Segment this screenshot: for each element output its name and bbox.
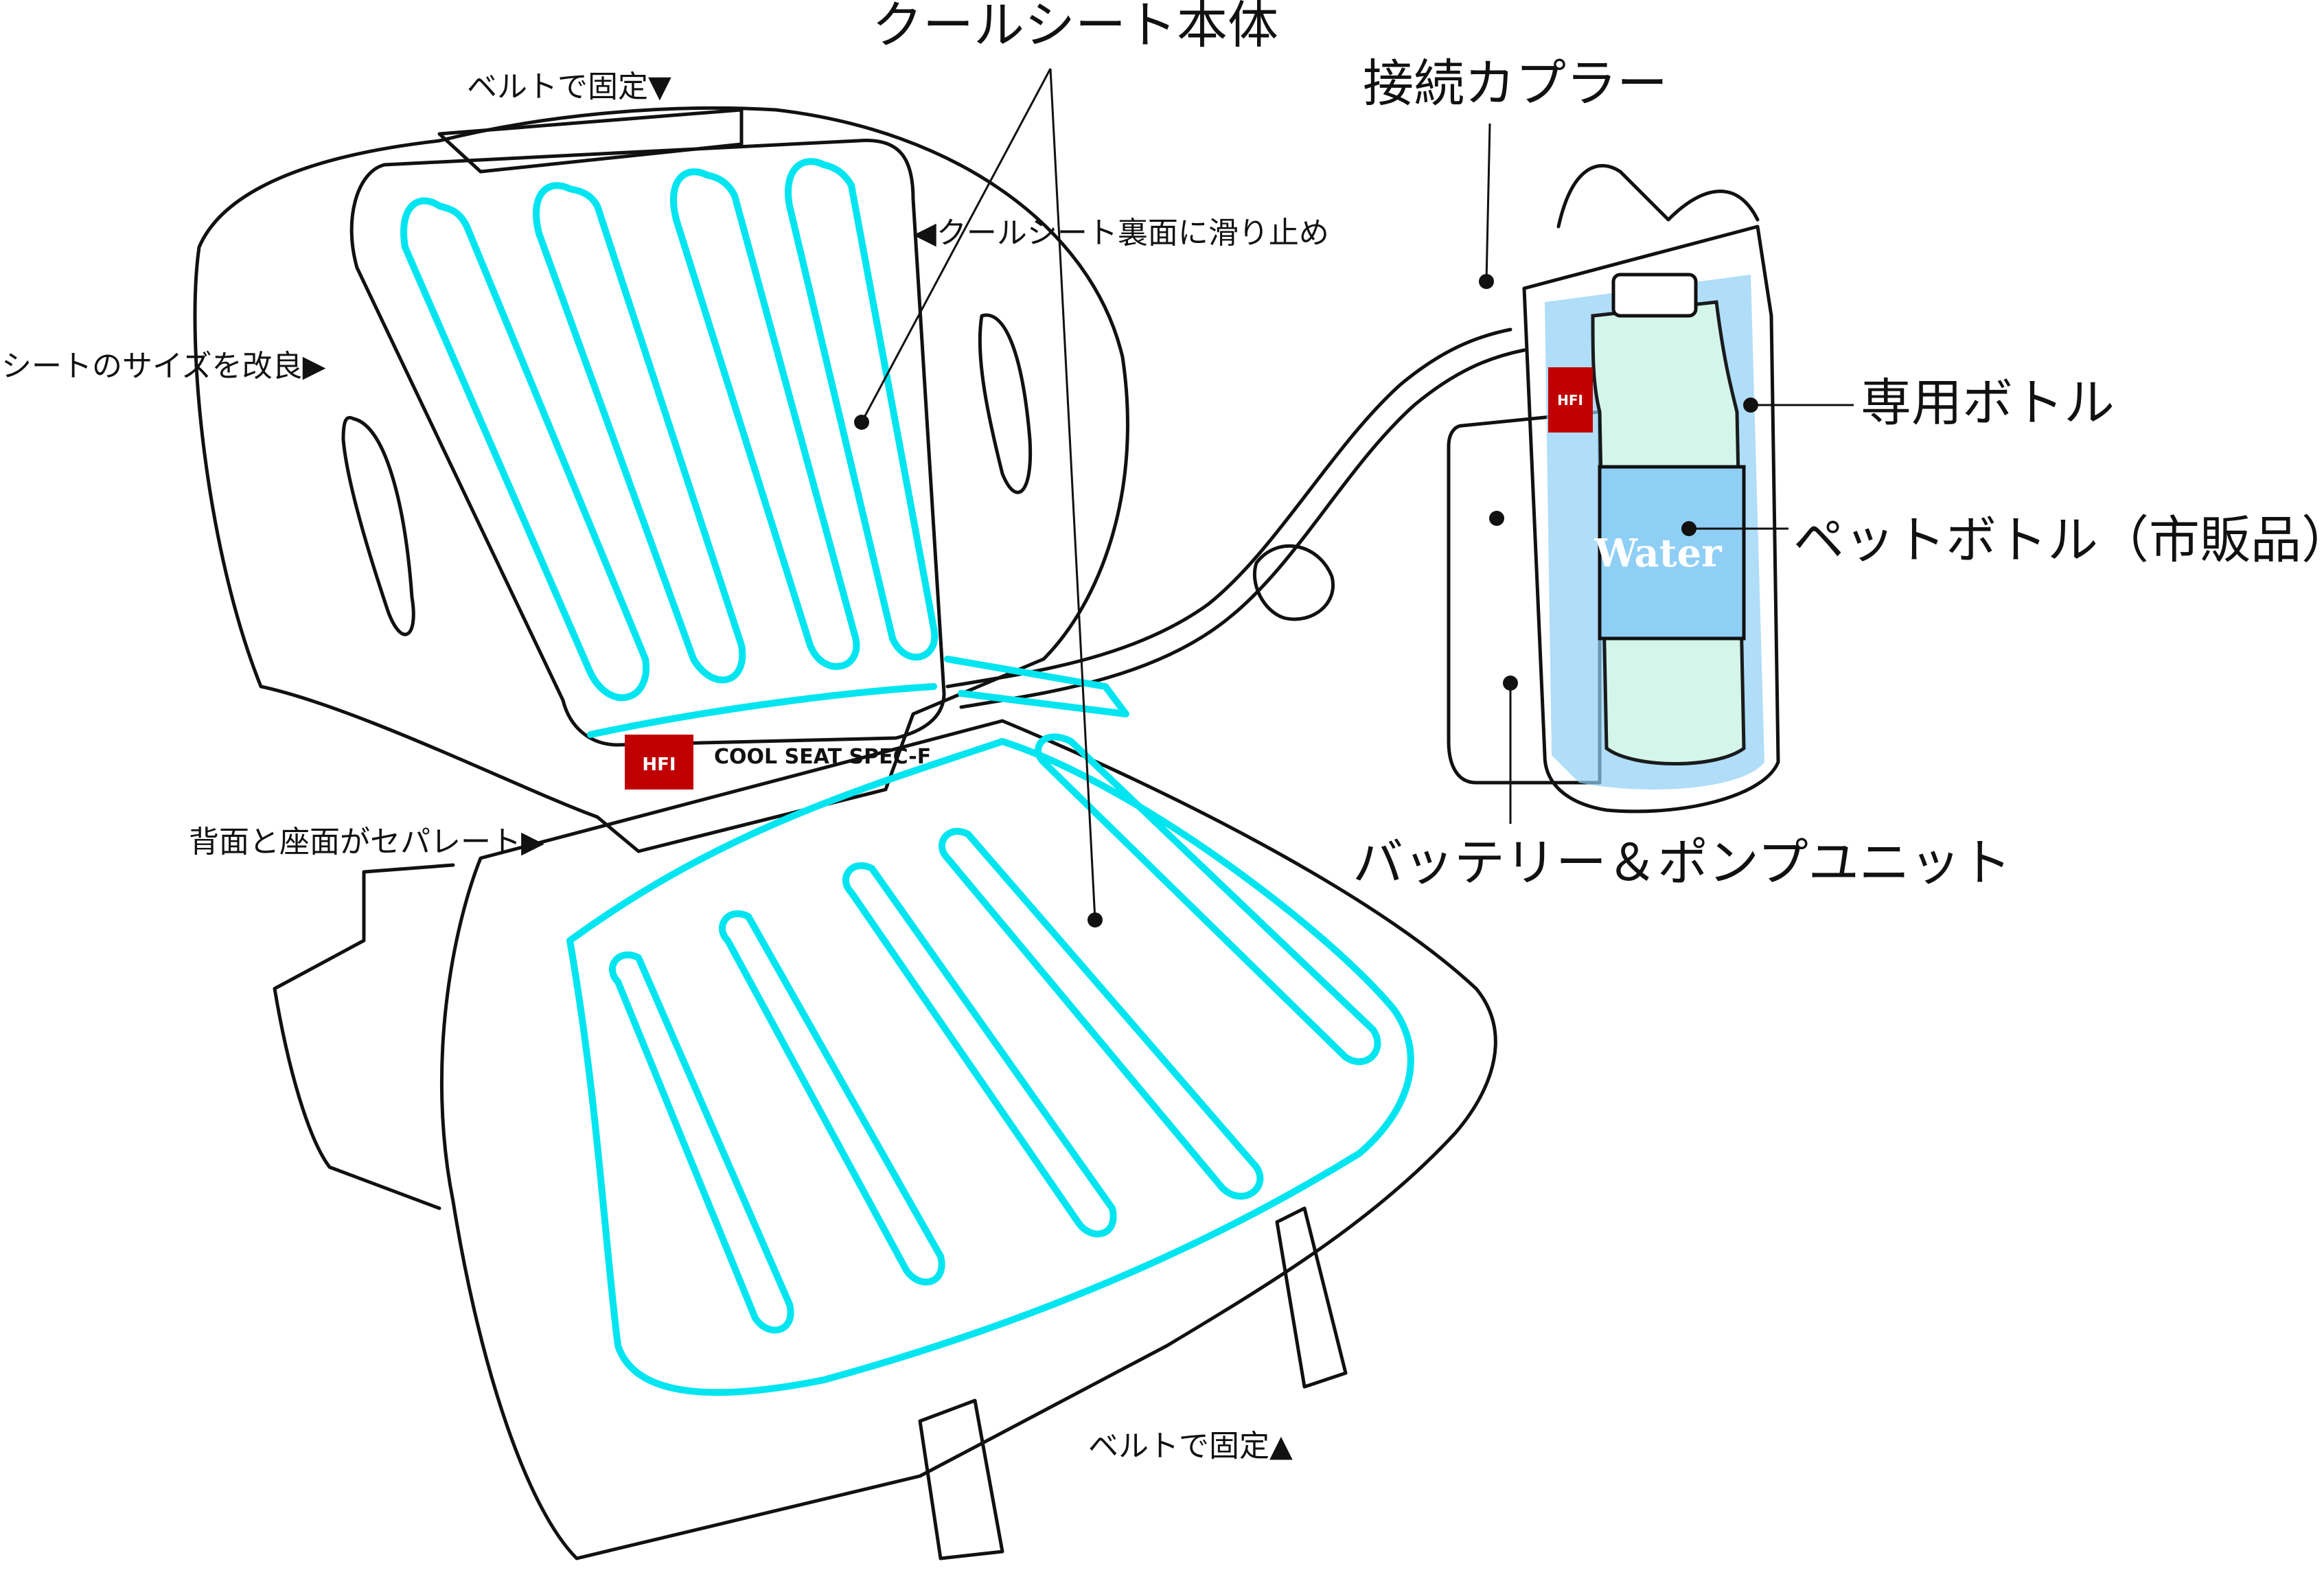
label-main-body: クールシート本体 — [872, 0, 1278, 55]
label-belt-top: ベルトで固定▼ — [467, 69, 671, 104]
label-belt-bottom: ベルトで固定▲ — [1088, 1429, 1293, 1464]
label-separate: 背面と座面がセパレート▶ — [189, 825, 544, 860]
brand-logo-bottle-text: HFI — [1557, 392, 1583, 408]
seat-coolant-channels — [566, 733, 1414, 1396]
label-pet-bottle: ペットボトル（市販品） — [1793, 511, 2324, 570]
label-coupler: 接続カプラー — [1363, 54, 1668, 113]
belt-right — [1275, 1206, 1348, 1389]
label-battery-pump: バッテリー＆ポンプユニット — [1353, 833, 2012, 892]
back-cover-panel — [349, 138, 946, 747]
bottle-handle — [1556, 163, 1760, 229]
back-cushion-shell — [193, 106, 1129, 853]
bottle-housing — [1522, 224, 1780, 814]
label-dedicated-bottle: 専用ボトル — [1861, 373, 2115, 433]
coolant-hose — [945, 327, 1512, 689]
leader-lines — [860, 68, 1854, 921]
label-anti-slip: ◀クールシート裏面に滑り止め — [913, 216, 1329, 251]
seat-cushion-shell — [439, 719, 1497, 1560]
pump-unit-box — [1447, 410, 1602, 785]
handle-slot-right — [978, 313, 1033, 494]
brand-logo-seat — [625, 735, 693, 790]
bottle-cap — [1611, 273, 1698, 318]
leader-dots — [854, 274, 1758, 928]
back-coolant-channels — [400, 158, 1129, 738]
belt-front — [918, 1398, 1004, 1560]
brand-logo-bottle — [1548, 367, 1593, 433]
belt-top — [437, 108, 744, 174]
seat-side-skirt — [273, 863, 455, 1210]
pet-bottle-label — [1598, 465, 1746, 641]
coolant-hose-2 — [959, 348, 1526, 709]
brand-logo-seat-text: HFI — [642, 754, 676, 775]
coupler-body — [1252, 544, 1335, 621]
label-size-improved: シートのサイズを改良▶ — [1, 349, 326, 384]
bottle-water-text: Water — [1594, 531, 1723, 576]
handle-slot-left — [341, 415, 415, 636]
seat-product-name: COOL SEAT SPEC-F — [714, 745, 931, 769]
